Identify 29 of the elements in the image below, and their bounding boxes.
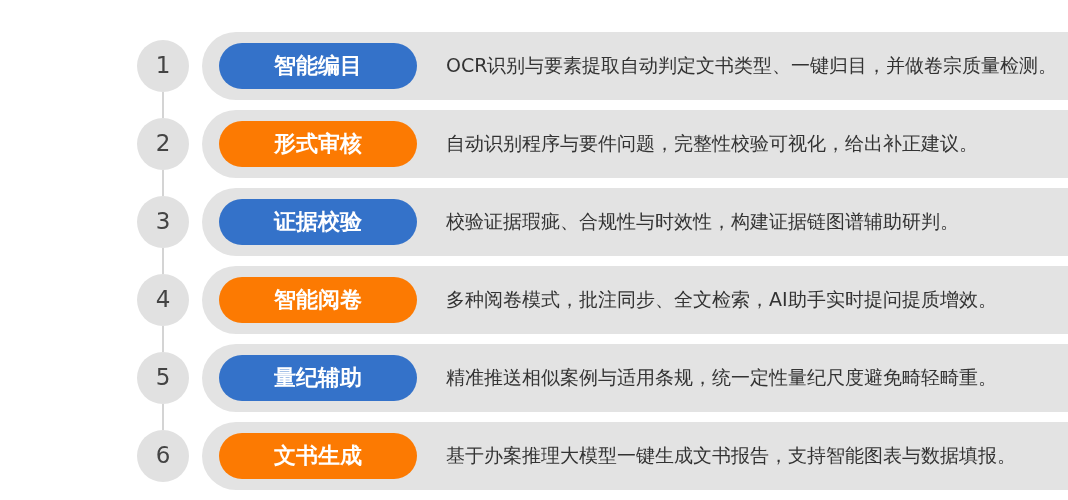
feature-title-pill: 智能编目 — [219, 43, 417, 89]
step-number-circle: 5 — [137, 352, 189, 404]
feature-description: 自动识别程序与要件问题，完整性校验可视化，给出补正建议。 — [446, 132, 978, 155]
feature-title-pill: 证据校验 — [219, 199, 417, 245]
connector-line — [162, 403, 164, 431]
feature-description: 校验证据瑕疵、合规性与时效性，构建证据链图谱辅助研判。 — [446, 210, 959, 233]
feature-row-bar — [202, 32, 1068, 100]
step-number-circle: 4 — [137, 274, 189, 326]
step-number-circle: 1 — [137, 40, 189, 92]
feature-row-bar — [202, 422, 1068, 490]
connector-line — [162, 247, 164, 275]
feature-row-bar — [202, 344, 1068, 412]
feature-title-pill: 智能阅卷 — [219, 277, 417, 323]
feature-title-pill: 文书生成 — [219, 433, 417, 479]
step-number-circle: 2 — [137, 118, 189, 170]
step-number-circle: 3 — [137, 196, 189, 248]
step-number-circle: 6 — [137, 430, 189, 482]
feature-description: OCR识别与要素提取自动判定文书类型、一键归目，并做卷宗质量检测。 — [446, 54, 1058, 77]
connector-line — [162, 169, 164, 197]
feature-row-bar — [202, 266, 1068, 334]
feature-row-bar — [202, 110, 1068, 178]
feature-row-bar — [202, 188, 1068, 256]
feature-title-pill: 形式审核 — [219, 121, 417, 167]
feature-description: 基于办案推理大模型一键生成文书报告，支持智能图表与数据填报。 — [446, 444, 1016, 467]
feature-description: 精准推送相似案例与适用条规，统一定性量纪尺度避免畸轻畸重。 — [446, 366, 997, 389]
connector-line — [162, 325, 164, 353]
feature-description: 多种阅卷模式，批注同步、全文检索，AI助手实时提问提质增效。 — [446, 288, 997, 311]
connector-line — [162, 91, 164, 119]
feature-title-pill: 量纪辅助 — [219, 355, 417, 401]
